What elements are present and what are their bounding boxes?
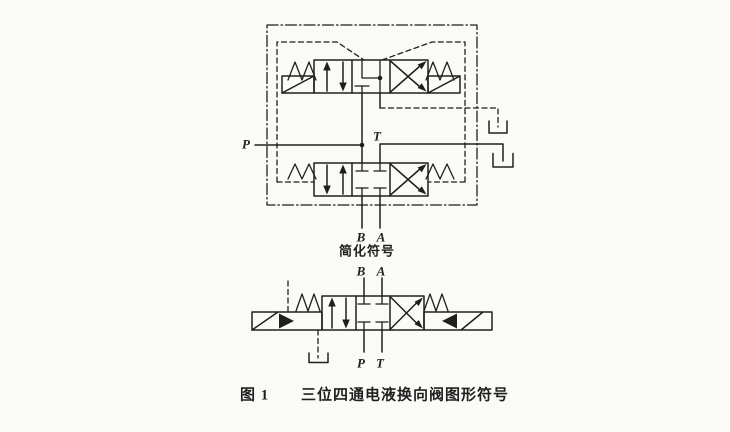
pilot-spring-right [425, 61, 455, 81]
main-valve [287, 162, 455, 197]
simplified-spring-right [423, 293, 449, 312]
main-spring-left [287, 163, 317, 180]
simplified-right-position [390, 296, 423, 330]
pilot-left-position [323, 61, 347, 92]
main-center-position [355, 162, 387, 197]
pilot-solenoid-right [427, 75, 461, 94]
simplified-spring-left [295, 293, 321, 312]
main-left-position [323, 164, 347, 195]
detailed-symbol [254, 24, 514, 229]
p-supply-line [254, 92, 365, 164]
simplified-left-position [328, 297, 350, 329]
tank-symbol-drain [308, 352, 329, 364]
port-label-p-simplified: P [357, 355, 365, 371]
pilot-center-position [354, 59, 383, 94]
left-solenoid-pilot [251, 311, 294, 331]
pilot-spring-left [287, 61, 317, 81]
simplified-symbol-subtitle: 简化符号 [338, 243, 396, 259]
port-label-t-simplified: T [376, 355, 384, 371]
pilot-solenoid-left [281, 75, 315, 94]
pilot-right-position [390, 60, 427, 93]
right-operator-box [423, 311, 493, 331]
main-right-position [390, 163, 427, 196]
main-spring-right [425, 163, 455, 180]
pilot-drain-line [379, 92, 508, 134]
enclosure-box [266, 24, 478, 206]
pilot-valve [281, 59, 461, 94]
tank-symbol-upper [488, 120, 508, 134]
port-label-a-simplified: A [376, 263, 386, 279]
port-label-a-detailed: A [376, 229, 386, 245]
pilot-lines-dashed [276, 41, 466, 183]
right-solenoid-pilot [442, 311, 484, 331]
figure-title: 三位四通电液换向阀图形符号 [301, 387, 510, 404]
port-label-t-detailed: T [373, 128, 381, 144]
port-label-b-detailed: B [356, 229, 366, 245]
tank-symbol-lower [492, 152, 514, 168]
figure-number: 图 1 [240, 387, 270, 404]
port-label-b-simplified: B [356, 263, 366, 279]
simplified-center-position [357, 295, 389, 331]
simplified-symbol [251, 277, 493, 364]
t-return-line [379, 143, 514, 168]
port-label-p-detailed: P [242, 136, 250, 152]
